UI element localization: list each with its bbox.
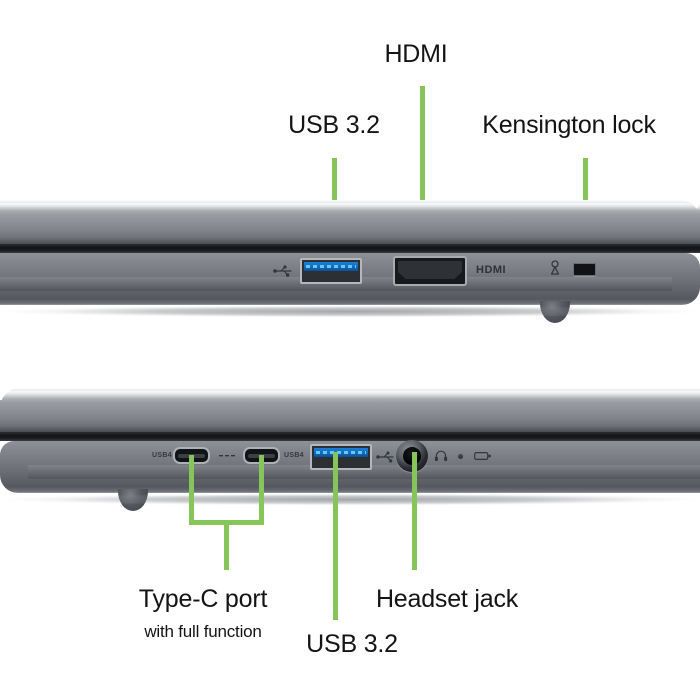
base-rounded-end xyxy=(0,441,28,493)
usb-a-port xyxy=(310,444,372,470)
hdmi-port-inner xyxy=(398,261,462,279)
power-led xyxy=(458,454,463,459)
battery-icon xyxy=(474,451,492,461)
base-chamfer xyxy=(0,465,700,479)
leader-line-type-c-right xyxy=(259,455,264,525)
laptop-right-side: HDMI xyxy=(0,200,700,323)
usb-icon xyxy=(376,451,396,463)
leader-line-type-c-left xyxy=(189,455,194,525)
drop-shadow xyxy=(0,306,700,317)
drop-shadow xyxy=(0,494,700,505)
callout-label-headset: Headset jack xyxy=(375,585,519,613)
laptop-lid xyxy=(0,200,700,244)
hdmi-port xyxy=(393,256,467,286)
callout-sublabel-type-c: with full function xyxy=(144,622,262,641)
headset-icon xyxy=(434,449,448,463)
usb4-silkscreen-label-right: USB4 xyxy=(284,452,304,459)
leader-line-hdmi xyxy=(420,86,425,266)
usb4-silkscreen-label-left: USB4 xyxy=(152,452,172,459)
base-rounded-end xyxy=(672,253,700,305)
usb-a-tongue xyxy=(304,262,358,271)
hinge-seam xyxy=(0,432,700,441)
laptop-lid xyxy=(0,388,700,432)
callout-label-hdmi: HDMI xyxy=(384,40,448,68)
callout-label-type-c: Type-C port xyxy=(138,585,268,613)
leader-line-usb32-bottom xyxy=(333,452,338,620)
usb-a-tongue xyxy=(314,448,368,457)
hinge-seam xyxy=(0,244,700,253)
lid-rounded-end xyxy=(0,388,30,432)
base-chamfer xyxy=(0,277,700,291)
callout-label-usb32-bottom: USB 3.2 xyxy=(306,630,398,658)
usb-a-port xyxy=(300,258,362,284)
kensington-lock-slot xyxy=(573,263,596,276)
laptop-left-side: USB4 USB4 xyxy=(0,388,700,511)
kensington-lock-icon xyxy=(549,260,561,276)
usb-c-silk-divider-icon xyxy=(219,452,235,460)
lid-rounded-end xyxy=(670,200,700,244)
hdmi-silkscreen-label: HDMI xyxy=(476,264,507,276)
leader-line-headset xyxy=(412,452,417,570)
callout-label-kensington: Kensington lock xyxy=(482,111,656,139)
callout-label-usb32-top: USB 3.2 xyxy=(288,111,380,139)
usb-icon xyxy=(272,265,294,277)
leader-line-type-c-stem xyxy=(224,520,229,570)
